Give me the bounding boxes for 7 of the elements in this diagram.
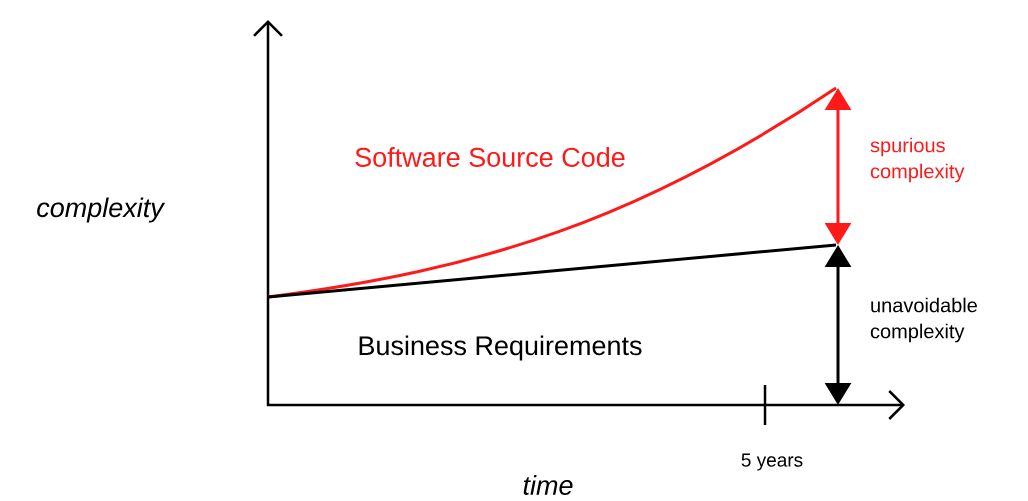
dimension-label: spurious complexity [870,137,965,183]
curve-label: Business Requirements [359,335,642,361]
dimension-label: unavoidable complexity [870,297,977,343]
tick-label: 5 years [741,453,803,471]
curve-label: Software Source Code [355,147,625,167]
axis-label: complexity [37,197,166,223]
axis-label: time [523,475,573,495]
